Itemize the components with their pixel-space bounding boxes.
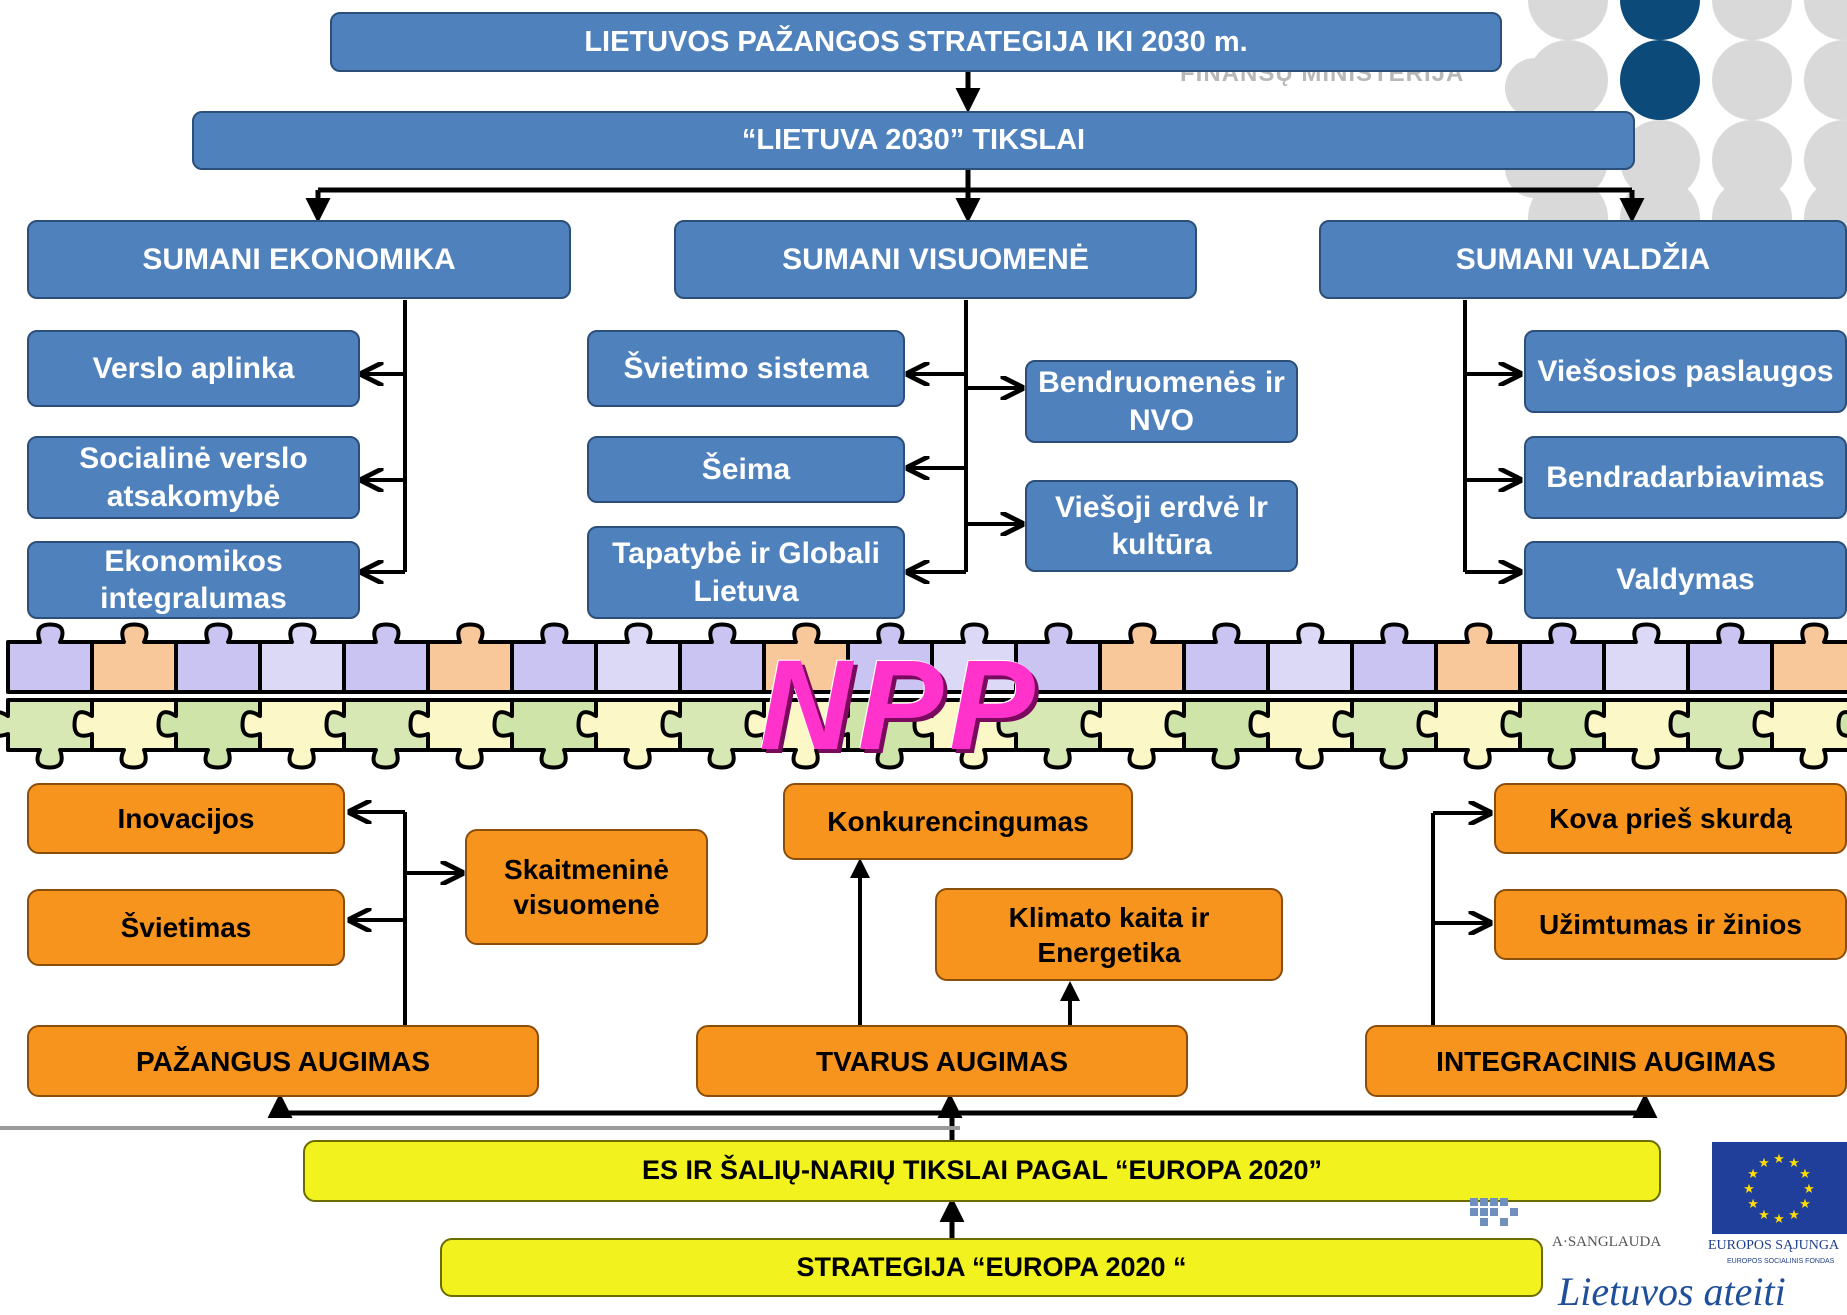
eu-star-icon: ★ (1799, 1196, 1811, 1211)
eu-star-icon: ★ (1773, 1151, 1785, 1166)
item-svietimo-sistema: Švietimo sistema (587, 330, 905, 407)
eu-goals-box: ES IR ŠALIŲ-NARIŲ TIKSLAI PAGAL “EUROPA … (303, 1140, 1661, 1202)
eu-star-icon: ★ (1747, 1166, 1759, 1181)
item-konkurencingumas: Konkurencingumas (783, 783, 1133, 860)
item-uzimtumas-ir-zinios: Užimtumas ir žinios (1494, 889, 1847, 960)
item-viesoji-erdve: Viešoji erdvė Ir kultūra (1025, 480, 1298, 572)
item-bendruomenes-nvo: Bendruomenės ir NVO (1025, 360, 1298, 443)
item-tapatybe: Tapatybė ir Globali Lietuva (587, 526, 905, 619)
item-inovacijos: Inovacijos (27, 783, 345, 854)
goals-2030-box: “LIETUVA 2030” TIKSLAI (192, 111, 1635, 170)
npp-label: NPP (700, 632, 1100, 779)
pillar-smart-government: SUMANI VALDŽIA (1319, 220, 1847, 299)
europa-2020-strategy-box: STRATEGIJA “EUROPA 2020 “ (440, 1238, 1543, 1297)
eu-star-icon: ★ (1743, 1181, 1755, 1196)
item-svietimas: Švietimas (27, 889, 345, 966)
puzzle-piece (1772, 625, 1847, 693)
growth-smart: PAŽANGUS AUGIMAS (27, 1025, 539, 1097)
item-klimato-kaita: Klimato kaita ir Energetika (935, 888, 1283, 981)
strategy-2030-box: LIETUVOS PAŽANGOS STRATEGIJA IKI 2030 m. (330, 12, 1502, 72)
item-verslo-aplinka: Verslo aplinka (27, 330, 360, 407)
growth-inclusive: INTEGRACINIS AUGIMAS (1365, 1025, 1847, 1097)
pillar-smart-economy: SUMANI EKONOMIKA (27, 220, 571, 299)
eu-star-icon: ★ (1788, 1155, 1800, 1170)
item-valdymas: Valdymas (1524, 541, 1847, 619)
growth-sustainable: TVARUS AUGIMAS (696, 1025, 1188, 1097)
eu-star-icon: ★ (1758, 1155, 1770, 1170)
eu-star-icon: ★ (1773, 1211, 1785, 1226)
item-socialine-verslo-atsakomybe: Socialinė verslo atsakomybė (27, 436, 360, 519)
eu-star-icon: ★ (1747, 1196, 1759, 1211)
eu-star-icon: ★ (1803, 1181, 1815, 1196)
item-viesosios-paslaugos: Viešosios paslaugos (1524, 330, 1847, 413)
cohesion-logo-squares (1470, 1198, 1530, 1228)
item-ekonomikos-integralumas: Ekonomikos integralumas (27, 541, 360, 619)
item-seima: Šeima (587, 436, 905, 503)
eu-star-icon: ★ (1788, 1207, 1800, 1222)
item-kova-pries-skurda: Kova prieš skurdą (1494, 783, 1847, 854)
slogan-text: Lietuvos ateiti (1558, 1268, 1786, 1315)
eu-flag: ★★★★★★★★★★★★ (1712, 1142, 1847, 1234)
eu-star-icon: ★ (1758, 1207, 1770, 1222)
item-skaitmenine-visuomene: Skaitmeninė visuomenė (465, 829, 708, 945)
eu-star-icon: ★ (1799, 1166, 1811, 1181)
item-bendradarbiavimas: Bendradarbiavimas (1524, 436, 1847, 519)
eu-union-label: EUROPOS SĄJUNGA (1708, 1238, 1839, 1254)
eu-fund-label: EUROPOS SOCIALINIS FONDAS (1727, 1258, 1834, 1265)
pillar-smart-society: SUMANI VISUOMENĖ (674, 220, 1197, 299)
cohesion-label: A·SANGLAUDA (1552, 1234, 1661, 1251)
